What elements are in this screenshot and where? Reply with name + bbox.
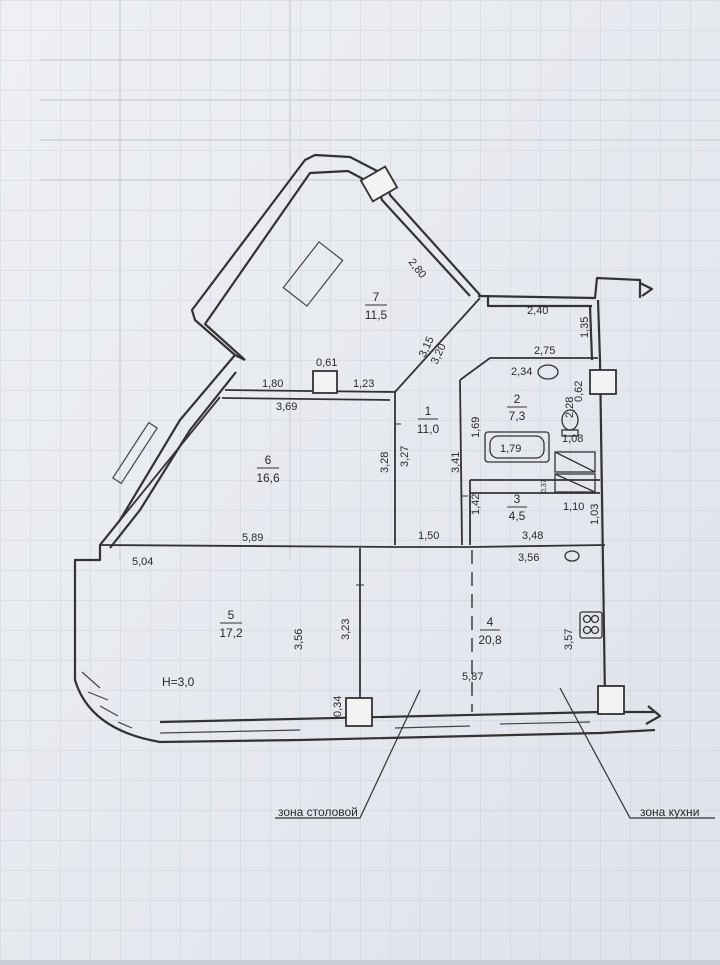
svg-text:20,8: 20,8 [478, 633, 502, 647]
dim-3-23: 3,23 [340, 619, 352, 640]
dimension-ticks [356, 423, 468, 586]
room-4-label: 4 20,8 [478, 615, 502, 647]
svg-text:17,2: 17,2 [219, 626, 243, 640]
dim-3-48: 3,48 [522, 530, 543, 542]
columns [312, 165, 625, 727]
dim-3-27: 3,27 [399, 446, 411, 467]
dim-5-87: 5,87 [462, 671, 483, 683]
dim-1-08: 1,08 [562, 433, 583, 445]
dim-3-56-kitchen: 3,56 [518, 552, 539, 564]
room-6-label: 6 16,6 [256, 453, 280, 485]
dim-0-34: 0,34 [332, 696, 344, 717]
room-3-label: 3 4,5 [507, 492, 527, 523]
bathroom-fixtures [484, 364, 603, 639]
dim-1-10: 1,10 [563, 501, 584, 513]
windows [81, 241, 591, 734]
dim-2-75: 2,75 [534, 345, 555, 357]
dim-3-56-room5: 3,56 [293, 629, 305, 650]
room-5-label: 5 17,2 [219, 608, 243, 640]
dimension-labels: 2,80 2,40 1,35 2,75 0,61 1,80 1,23 3,15 … [132, 256, 601, 717]
svg-text:7: 7 [373, 290, 380, 304]
dim-5-89: 5,89 [242, 532, 263, 544]
dim-5-04: 5,04 [132, 556, 153, 568]
dim-1-79: 1,79 [500, 443, 521, 455]
dim-0-61: 0,61 [316, 357, 337, 369]
svg-text:4,5: 4,5 [509, 509, 526, 523]
dim-1-23: 1,23 [353, 378, 374, 390]
svg-text:5: 5 [228, 608, 235, 622]
svg-text:11,0: 11,0 [417, 422, 440, 436]
dim-2-28: 2,28 [564, 397, 576, 418]
kitchen-zone-label: зона кухни [640, 805, 699, 819]
svg-text:1: 1 [425, 404, 432, 418]
zone-leaders [275, 687, 715, 819]
svg-text:3: 3 [514, 492, 521, 506]
svg-text:4: 4 [487, 615, 494, 629]
dim-1-50: 1,50 [418, 530, 439, 542]
room-7-label: 7 11,5 [365, 290, 388, 322]
dim-3-41: 3,41 [450, 452, 462, 473]
svg-text:2: 2 [514, 392, 521, 406]
svg-text:7,3: 7,3 [509, 409, 526, 423]
dim-1-42: 1,42 [470, 494, 482, 515]
room-labels: 1 11,0 2 7,3 3 4,5 4 20,8 5 17,2 6 16,6 [219, 290, 527, 647]
room-2-label: 2 7,3 [507, 392, 527, 423]
svg-text:11,5: 11,5 [365, 308, 388, 322]
dim-1-03: 1,03 [589, 504, 601, 525]
dim-1-69: 1,69 [470, 417, 482, 438]
ceiling-height-label: H=3,0 [162, 675, 195, 689]
dim-0-37: 0,37 [541, 479, 548, 493]
dim-2-34: 2,34 [511, 366, 532, 378]
interior-walls [99, 297, 606, 716]
dim-1-35: 1,35 [579, 317, 591, 338]
dim-0-62: 0,62 [573, 381, 585, 402]
dim-3-57: 3,57 [563, 629, 575, 650]
dim-3-69: 3,69 [276, 401, 297, 413]
dining-zone-label: зона столовой [278, 805, 358, 819]
room-1-label: 1 11,0 [417, 404, 440, 436]
svg-text:6: 6 [265, 453, 272, 467]
svg-text:16,6: 16,6 [256, 471, 280, 485]
dim-1-80: 1,80 [262, 378, 283, 390]
dim-2-40: 2,40 [527, 305, 548, 317]
dim-3-28: 3,28 [379, 452, 391, 473]
